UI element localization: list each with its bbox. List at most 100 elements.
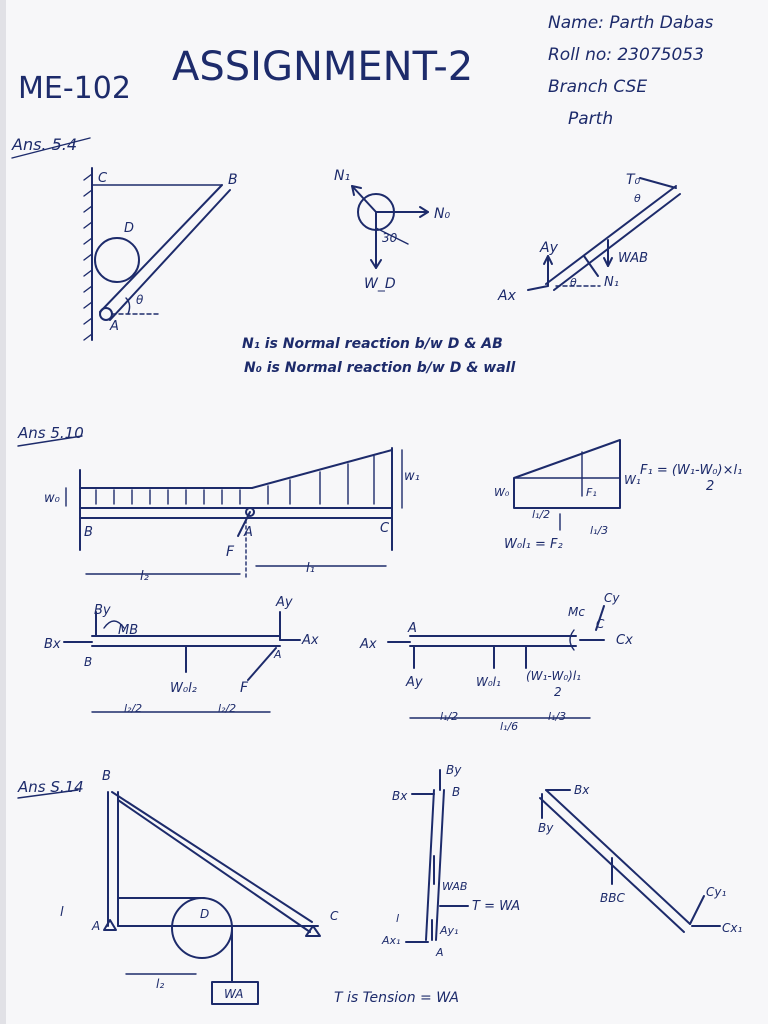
load-trapezoid bbox=[513, 439, 621, 509]
label-ay-right: Ay bbox=[405, 675, 423, 690]
arrow-f-left bbox=[247, 647, 277, 681]
label-bx-bc: Bx bbox=[574, 783, 590, 797]
label-theta-top: θ bbox=[634, 192, 641, 205]
arrow-cy bbox=[595, 605, 605, 631]
force-f bbox=[237, 511, 251, 537]
arrow-cy1 bbox=[689, 895, 705, 925]
weight-wa bbox=[211, 981, 259, 1005]
label-by-bc: By bbox=[538, 821, 554, 835]
section-heading-5-10: Ans 5.10 bbox=[17, 424, 84, 442]
label-wa-frame: WA bbox=[224, 987, 243, 1001]
figure-fbd-member-bc: Bx By BBC Cy₁ Cx₁ bbox=[538, 783, 742, 935]
wall-hatch bbox=[83, 173, 93, 341]
label-bx: Bx bbox=[44, 637, 61, 652]
label-tri-w0: W₀ bbox=[494, 486, 510, 499]
note-n0: N₀ is Normal reaction b/w D & wall bbox=[244, 360, 515, 376]
figure-load-breakdown: F₁ = (W₁-W₀)×l₁ 2 W₀ W₁ F₁ l₁/2 l₁/3 W₀l… bbox=[494, 439, 742, 552]
pin-a-beam bbox=[245, 507, 255, 517]
label-ay: Ay bbox=[539, 240, 559, 256]
member-bc-top bbox=[111, 791, 313, 923]
label-cy: Cy bbox=[604, 591, 620, 605]
label-a-right: A bbox=[407, 621, 417, 636]
label-a-fbd: A bbox=[273, 648, 282, 661]
label-l2-frame: l₂ bbox=[156, 977, 164, 991]
heading-underline-2 bbox=[17, 435, 83, 447]
label-cy1: Cy₁ bbox=[706, 885, 726, 899]
branch: Branch CSE bbox=[548, 77, 647, 97]
arrow-n1-rod bbox=[583, 255, 599, 277]
label-bbc: BBC bbox=[600, 891, 625, 905]
label-by-fbd: By bbox=[446, 763, 462, 777]
label-cx: Cx bbox=[616, 633, 633, 648]
label-b-fbd: B bbox=[452, 785, 460, 799]
label-a: A bbox=[109, 319, 119, 334]
label-wab: WAB bbox=[618, 251, 648, 266]
load-arrows bbox=[95, 455, 375, 505]
label-ax: Ax bbox=[497, 288, 517, 304]
figure-wall-rod-disc: C B D A θ bbox=[83, 167, 238, 341]
rod-fbd-edge bbox=[553, 193, 681, 291]
label-l1-beam: l₁ bbox=[306, 561, 315, 576]
note-n1: N₁ is Normal reaction b/w D & AB bbox=[242, 336, 503, 352]
label-mc: Mc bbox=[568, 605, 585, 619]
figure-fbd-right-beam: A Ax Ay W₀l₁ (W₁-W₀)l₁ 2 Mc Cy C Cx l₁/2… bbox=[359, 591, 633, 733]
arrowhead-n0 bbox=[419, 206, 429, 218]
roll-number: Roll no: 23075053 bbox=[548, 45, 704, 65]
label-ay1: Ay₁ bbox=[439, 924, 458, 937]
label-f2-eq: W₀l₁ = F₂ bbox=[504, 537, 563, 552]
disc-d bbox=[94, 237, 140, 283]
arrow-ax bbox=[527, 285, 549, 291]
figure-distributed-beam: w₀ w₁ B A C F l₂ l₁ bbox=[44, 447, 420, 584]
note-tension: T is Tension = WA bbox=[334, 990, 459, 1006]
rod-ab-edge bbox=[109, 189, 231, 321]
label-ax-right: Ax bbox=[359, 637, 377, 652]
label-a-frame: A bbox=[91, 919, 100, 933]
member-bc-fbd-top bbox=[545, 789, 691, 925]
figure-fbd-left-beam: By MB Bx B Ay Ax A W₀l₂ F l₂/2 l₂/2 bbox=[44, 595, 319, 715]
figure-fbd-member-ab: By Bx B WAB T = WA Ay₁ Ax₁ A l bbox=[381, 763, 520, 959]
angle-arc bbox=[125, 297, 131, 315]
label-n1: N₁ bbox=[334, 168, 350, 184]
label-tri-f1: F₁ bbox=[586, 486, 597, 499]
label-c-beam: C bbox=[380, 521, 390, 536]
member-ab-fbd-left bbox=[425, 789, 435, 941]
label-b: B bbox=[228, 172, 238, 188]
label-mb: MB bbox=[118, 623, 138, 638]
label-wterm-den: 2 bbox=[554, 685, 562, 699]
label-w0l2: W₀l₂ bbox=[170, 681, 197, 696]
label-w0: w₀ bbox=[44, 491, 61, 506]
label-n1-rod: N₁ bbox=[604, 275, 619, 290]
label-b-beam: B bbox=[84, 525, 93, 540]
page-title: ASSIGNMENT-2 bbox=[172, 44, 473, 90]
label-cx1: Cx₁ bbox=[722, 921, 742, 935]
label-theta: θ bbox=[136, 293, 144, 307]
label-d: D bbox=[124, 221, 134, 236]
label-w0l1: W₀l₁ bbox=[476, 675, 501, 689]
moment-mb bbox=[103, 620, 125, 629]
label-angle: 30 bbox=[382, 231, 398, 245]
label-a-beam: A bbox=[243, 525, 253, 540]
support-c bbox=[305, 925, 321, 937]
incline-ref bbox=[375, 227, 409, 245]
label-l2-beam: l₂ bbox=[140, 569, 149, 584]
arrowhead-wab bbox=[603, 257, 613, 267]
label-f-beam: F bbox=[226, 544, 235, 560]
arrowhead-n1 bbox=[351, 185, 362, 196]
figure-frame: B A D C l l₂ WA bbox=[60, 769, 339, 1005]
label-wab-fbd: WAB bbox=[442, 880, 467, 893]
label-b-frame: B bbox=[102, 769, 111, 784]
student-name: Name: Parth Dabas bbox=[548, 13, 714, 33]
label-n0: N₀ bbox=[434, 206, 450, 222]
label-l1-half-r: l₁/2 bbox=[440, 710, 458, 723]
label-l-frame: l bbox=[60, 905, 64, 920]
label-wterm: (W₁-W₀)l₁ bbox=[526, 669, 581, 683]
label-l1-third-r: l₁/3 bbox=[548, 710, 566, 723]
rod-ab bbox=[99, 184, 223, 313]
label-tri-w1: W₁ bbox=[624, 473, 641, 487]
support-a bbox=[103, 919, 117, 931]
moment-mc bbox=[569, 629, 575, 651]
label-ax-fbd: Ax bbox=[301, 633, 319, 648]
label-a-fbd: A bbox=[435, 946, 444, 959]
